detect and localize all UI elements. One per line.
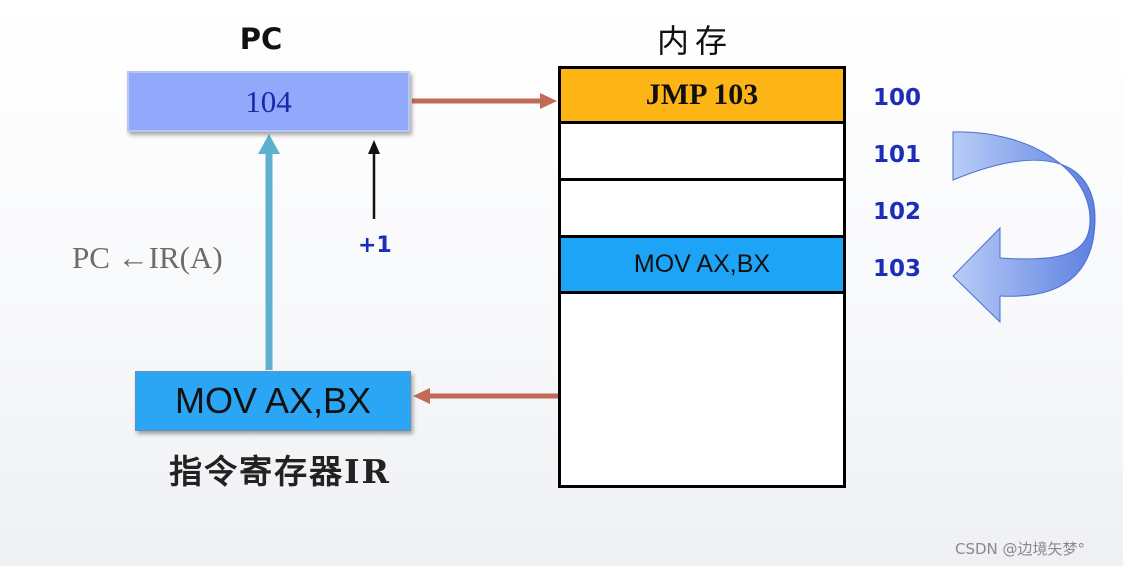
memory-cell-100: JMP 103 <box>558 66 846 124</box>
ir-label: 指令寄存器IR <box>169 452 391 491</box>
pc-to-memory-arrow <box>412 93 557 109</box>
pc-label: PC <box>239 22 283 56</box>
jump-curve-arrow <box>952 131 1096 324</box>
ir-value: MOV AX,BX <box>174 380 372 421</box>
address-label: 103 <box>872 256 921 282</box>
instruction-register: MOV AX,BX <box>135 371 411 431</box>
watermark: CSDN @边境矢梦° <box>955 540 1086 558</box>
memory-cell-103: MOV AX,BX <box>558 238 846 294</box>
pc-register: 104 <box>127 71 410 132</box>
ir-to-pc-formula: PC ←IR(A) <box>72 240 223 275</box>
memory-cell-content: JMP 103 <box>645 78 759 111</box>
memory-to-ir-arrow <box>413 388 558 404</box>
memory-cell-remaining <box>558 294 846 488</box>
memory-cell-102 <box>558 181 846 238</box>
address-label: 102 <box>872 199 921 225</box>
pc-value: 104 <box>245 83 292 119</box>
increment-arrow <box>368 140 380 219</box>
address-label: 100 <box>872 85 921 111</box>
memory-cell-101 <box>558 124 846 181</box>
ir-to-pc-arrow <box>258 134 280 370</box>
memory-label: 内存 <box>656 22 733 60</box>
memory-cell-content: MOV AX,BX <box>633 250 771 278</box>
address-label: 101 <box>872 142 921 168</box>
increment-label: +1 <box>358 233 392 258</box>
